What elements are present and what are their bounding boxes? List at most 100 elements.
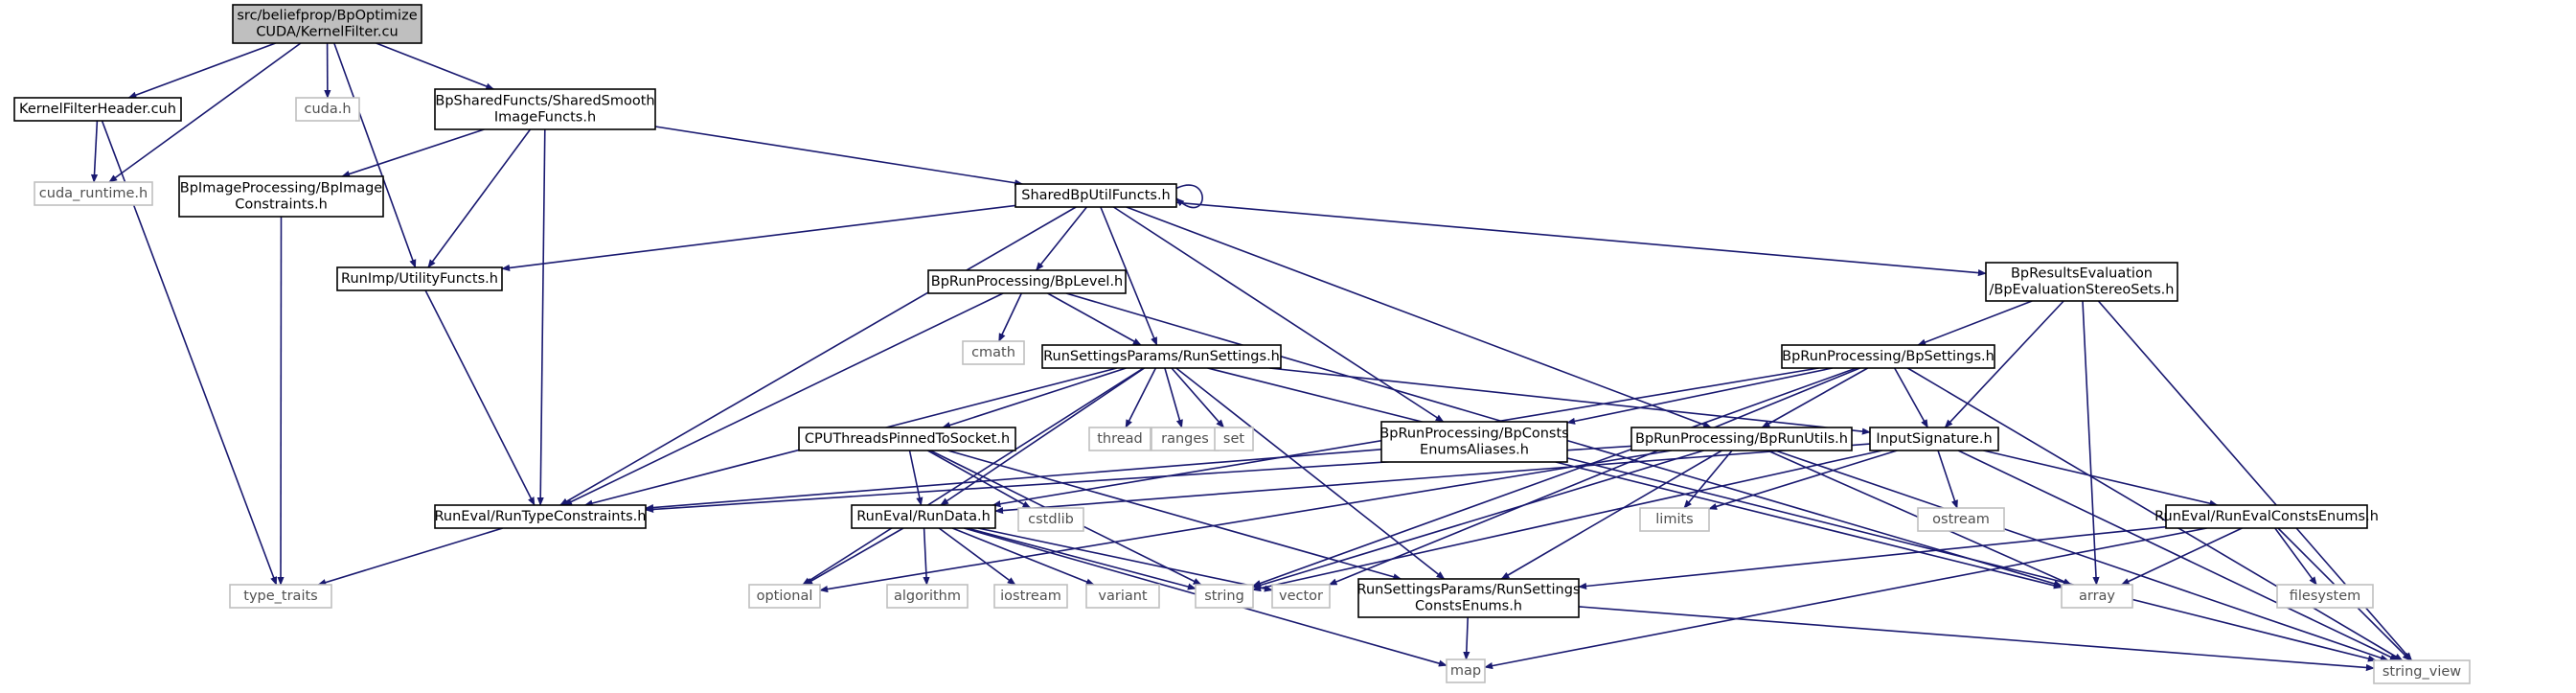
node-box-rtc[interactable] <box>434 504 647 529</box>
node-label-set-0: set <box>1223 431 1244 447</box>
node-box-string_view <box>2373 659 2471 684</box>
node-type_traits: type_traits <box>229 584 332 609</box>
node-rsce[interactable]: RunSettingsParams/RunSettingsConstsEnums… <box>1357 578 1581 618</box>
edge-inputsig-to-limits <box>1708 450 1898 510</box>
edge-bprunutils-to-limits <box>1683 450 1733 509</box>
edge-rundata-to-algorithm <box>923 527 930 586</box>
node-box-inputsig[interactable] <box>1869 427 1999 451</box>
node-label-ranges-0: ranges <box>1161 431 1209 447</box>
node-bpset[interactable]: BpRunProcessing/BpSettings.h <box>1781 344 1995 369</box>
edge-rsrs-to-set <box>1171 367 1225 428</box>
node-map: map <box>1446 658 1486 683</box>
node-label-variant-0: variant <box>1098 589 1148 604</box>
node-box-bpimg[interactable] <box>178 175 384 218</box>
node-box-bpset[interactable] <box>1781 344 1995 369</box>
edge-bpset-to-string <box>1252 367 1857 587</box>
node-box-bpconsts[interactable] <box>1380 421 1568 463</box>
node-label-rsce-1: ConstsEnums.h <box>1415 599 1522 614</box>
node-box-rsce[interactable] <box>1357 578 1580 618</box>
node-kfh[interactable]: KernelFilterHeader.cuh <box>13 97 182 122</box>
node-label-bprunutils-0: BpRunProcessing/BpRunUtils.h <box>1635 431 1848 447</box>
edge-sbpuf-to-bprunutils <box>1126 206 1713 428</box>
edge-bpset-to-bprunutils <box>1761 367 1869 428</box>
node-label-bpeval-0: BpResultsEvaluation <box>2011 266 2153 282</box>
node-utilf[interactable]: RunImp/UtilityFuncts.h <box>336 266 503 291</box>
node-box-bprunutils[interactable] <box>1630 427 1853 451</box>
node-bprunutils[interactable]: BpRunProcessing/BpRunUtils.h <box>1630 427 1853 451</box>
node-label-cstdlib-0: cstdlib <box>1028 512 1074 527</box>
edge-rundata-to-string <box>967 527 1197 590</box>
edge-rundata-to-iostream <box>938 527 1016 586</box>
node-label-rtc-0: RunEval/RunTypeConstraints.h <box>435 509 647 524</box>
node-box-iostream <box>993 584 1068 609</box>
node-bpeval[interactable]: BpResultsEvaluation/BpEvaluationStereoSe… <box>1985 262 2178 302</box>
node-vector: vector <box>1271 584 1331 609</box>
node-label-map-0: map <box>1450 663 1481 679</box>
node-box-rsrs[interactable] <box>1041 344 1282 369</box>
node-label-root-0: src/beliefprop/BpOptimize <box>237 9 417 24</box>
edge-rsrs-to-string_view <box>1207 367 2377 662</box>
node-root[interactable]: src/beliefprop/BpOptimizeCUDA/KernelFilt… <box>232 4 422 44</box>
node-box-string <box>1195 584 1254 609</box>
node-array: array <box>2061 584 2133 609</box>
node-label-cuda_h-0: cuda.h <box>304 102 351 117</box>
edge-inputsig-to-ostream <box>1937 450 1958 509</box>
edge-bpconsts-to-rtc <box>645 449 1382 512</box>
node-inputsig[interactable]: InputSignature.h <box>1869 427 1999 451</box>
node-sbpuf[interactable]: SharedBpUtilFuncts.h <box>1014 183 1177 208</box>
edge-cpu-to-rsce <box>947 450 1402 581</box>
edge-recons-to-array <box>2120 527 2243 586</box>
node-box-bpeval[interactable] <box>1985 262 2178 302</box>
node-label-recons-0: RunEval/RunEvalConstsEnums.h <box>2154 509 2379 524</box>
node-box-rundata[interactable] <box>851 504 996 529</box>
node-rtc[interactable]: RunEval/RunTypeConstraints.h <box>434 504 647 529</box>
node-label-algorithm-0: algorithm <box>894 589 961 604</box>
node-label-ssif-0: BpSharedFuncts/SharedSmooth <box>435 94 654 109</box>
node-label-bpset-0: BpRunProcessing/BpSettings.h <box>1782 349 1995 364</box>
node-box-bplevel[interactable] <box>927 269 1127 294</box>
edge-bpconsts-to-array <box>1555 461 2063 589</box>
node-box-array <box>2061 584 2133 609</box>
node-box-kfh[interactable] <box>13 97 182 122</box>
node-box-cuda_runtime <box>34 181 153 206</box>
node-bplevel[interactable]: BpRunProcessing/BpLevel.h <box>927 269 1127 294</box>
edge-root-to-utilf <box>333 42 417 268</box>
edge-bprunutils-to-optional <box>819 450 1673 593</box>
node-recons[interactable]: RunEval/RunEvalConstsEnums.h <box>2154 504 2379 529</box>
node-algorithm: algorithm <box>886 584 969 609</box>
node-box-ssif[interactable] <box>434 88 656 130</box>
node-box-cpu[interactable] <box>798 427 1016 451</box>
node-box-recons[interactable] <box>2165 504 2368 529</box>
node-box-cuda_h <box>295 97 360 122</box>
node-rsrs[interactable]: RunSettingsParams/RunSettings.h <box>1041 344 1282 369</box>
node-box-sbpuf[interactable] <box>1014 183 1177 208</box>
node-box-cstdlib <box>1017 507 1084 532</box>
node-box-utilf[interactable] <box>336 266 503 291</box>
edge-inputsig-to-string <box>1252 450 1882 592</box>
node-label-bpimg-0: BpImageProcessing/BpImage <box>180 181 383 196</box>
node-label-root-1: CUDA/KernelFilter.cu <box>256 25 398 40</box>
edge-sbpuf-to-bpconsts <box>1112 206 1445 423</box>
node-label-rsrs-0: RunSettingsParams/RunSettings.h <box>1043 349 1280 364</box>
node-box-variant <box>1085 584 1160 609</box>
edge-rsrs-to-cpu <box>942 367 1127 428</box>
edge-recons-to-rsce <box>1578 525 2167 590</box>
edge-inputsig-to-rundata <box>994 443 1871 515</box>
node-cpu[interactable]: CPUThreadsPinnedToSocket.h <box>798 427 1016 451</box>
node-label-cmath-0: cmath <box>971 345 1015 360</box>
node-rundata[interactable]: RunEval/RunData.h <box>851 504 996 529</box>
node-label-type_traits-0: type_traits <box>243 589 317 604</box>
node-box-set <box>1214 427 1254 451</box>
node-label-bpconsts-0: BpRunProcessing/BpConsts <box>1379 427 1568 442</box>
node-label-cuda_runtime-0: cuda_runtime.h <box>39 186 148 201</box>
edge-cpu-to-rundata <box>908 450 923 506</box>
node-label-bpeval-1: /BpEvaluationStereoSets.h <box>1990 283 2175 298</box>
edge-rsce-to-map <box>1463 616 1470 660</box>
edge-ssif-to-utilf <box>427 128 532 268</box>
edge-sbpuf-to-utilf <box>501 204 1016 271</box>
node-box-root[interactable] <box>232 4 422 44</box>
